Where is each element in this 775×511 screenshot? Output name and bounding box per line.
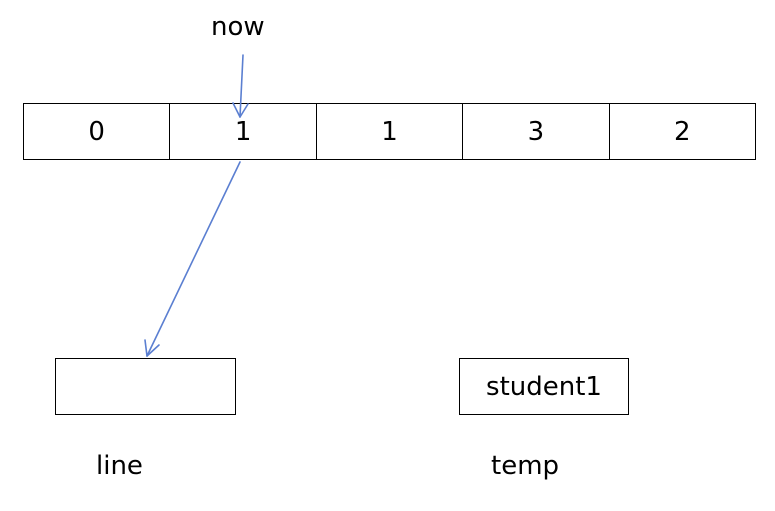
line-box (55, 358, 236, 415)
array-cell-1: 1 (169, 104, 315, 159)
array: 0 1 1 3 2 (23, 103, 756, 160)
line-label: line (96, 451, 143, 481)
array-cell-0: 0 (88, 116, 105, 147)
temp-box: student1 (459, 358, 629, 415)
now-pointer-label: now (211, 12, 265, 42)
cell-to-line-arrow (146, 161, 241, 357)
array-cell-3: 3 (462, 104, 608, 159)
cell-to-line-arrowhead-icon (144, 339, 160, 357)
temp-label: temp (491, 451, 560, 481)
array-cell-4: 2 (608, 104, 755, 159)
array-cell-2: 1 (315, 104, 462, 159)
